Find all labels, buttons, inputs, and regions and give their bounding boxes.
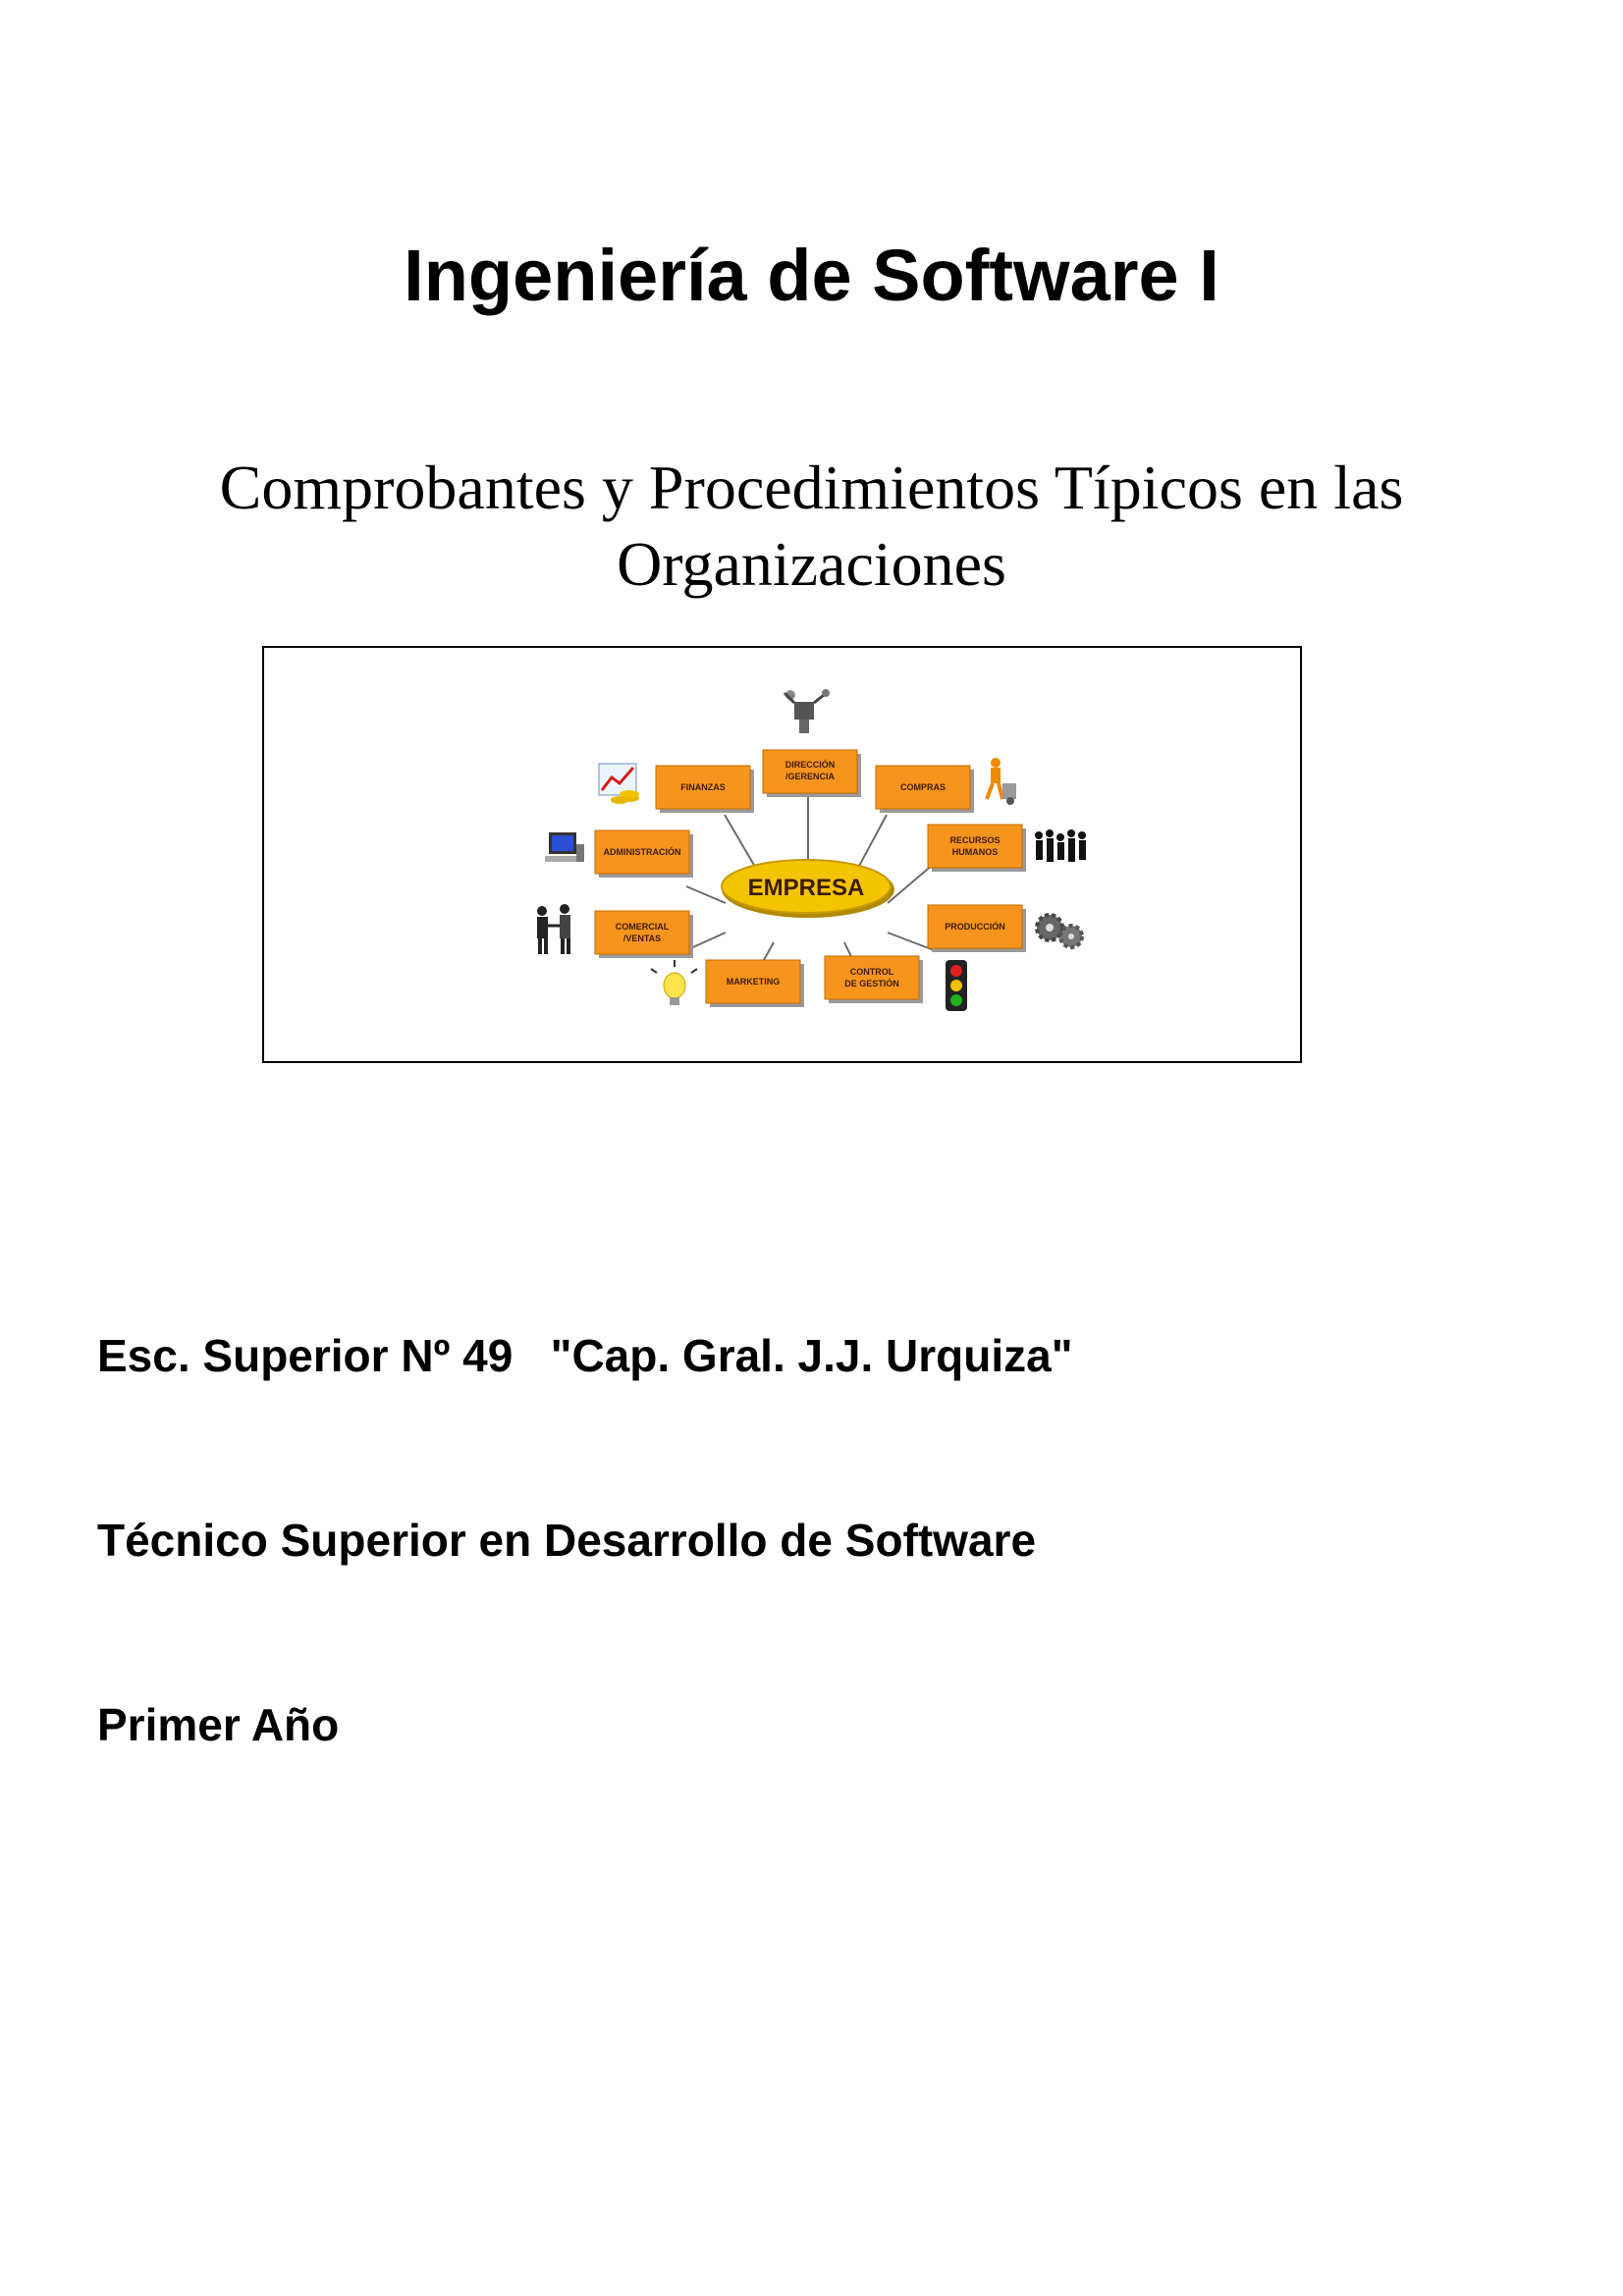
box-compras [875,765,971,810]
organization-diagram: DIRECCIÓN /GERENCIA FINANZAS COMPRAS ADM… [262,646,1302,1063]
label-direccion-1: DIRECCIÓN [785,759,836,770]
line-produccion [887,932,935,951]
label-finanzas: FINANZAS [680,782,726,792]
school-name: Esc. Superior Nº 49 "Cap. Gral. J.J. Urq… [97,1330,1073,1381]
label-direccion-2: /GERENCIA [785,772,836,781]
lightbulb-icon [650,960,698,1005]
subtitle-line-1: Comprobantes y Procedimientos Típicos en… [219,453,1404,522]
document-subtitle: Comprobantes y Procedimientos Típicos en… [128,450,1495,603]
career-name: Técnico Superior en Desarrollo de Softwa… [97,1515,1037,1566]
label-control-1: CONTROL [850,967,894,977]
box-direccion [762,749,858,794]
label-rrhh-1: RECURSOS [949,835,1000,845]
diagram-svg: DIRECCIÓN /GERENCIA FINANZAS COMPRAS ADM… [537,689,1086,1011]
handshake-icon [537,904,570,954]
subtitle-line-2: Organizaciones [617,529,1006,599]
label-marketing: MARKETING [727,977,781,987]
people-icon [1035,829,1086,862]
center-ellipse [721,859,892,914]
center-label: EMPRESA [748,875,865,901]
robot-icon [783,689,830,733]
line-administracion [685,885,727,904]
chart-icon [598,763,639,804]
box-produccion [927,904,1023,949]
box-finanzas [655,765,751,810]
worker-icon [985,758,1016,805]
computer-icon [545,832,584,862]
box-administracion [594,829,690,875]
label-produccion: PRODUCCIÓN [945,921,1005,932]
label-compras: COMPRAS [900,782,946,792]
label-comercial-1: COMERCIAL [616,922,670,932]
label-rrhh-2: HUMANOS [952,847,999,857]
box-comercial [594,910,690,955]
label-control-2: DE GESTIÓN [844,978,899,988]
department-boxes [594,749,1023,1004]
document-title: Ingeniería de Software I [404,235,1219,316]
box-rrhh [927,824,1023,869]
line-rrhh [887,863,935,904]
label-administracion: ADMINISTRACIÓN [604,846,681,857]
course-year: Primer Año [97,1699,340,1750]
box-marketing [705,959,801,1004]
box-control [824,955,920,1000]
gears-icon [1035,913,1084,949]
label-comercial-2: /VENTAS [623,934,661,943]
traffic-light-icon [946,960,967,1011]
